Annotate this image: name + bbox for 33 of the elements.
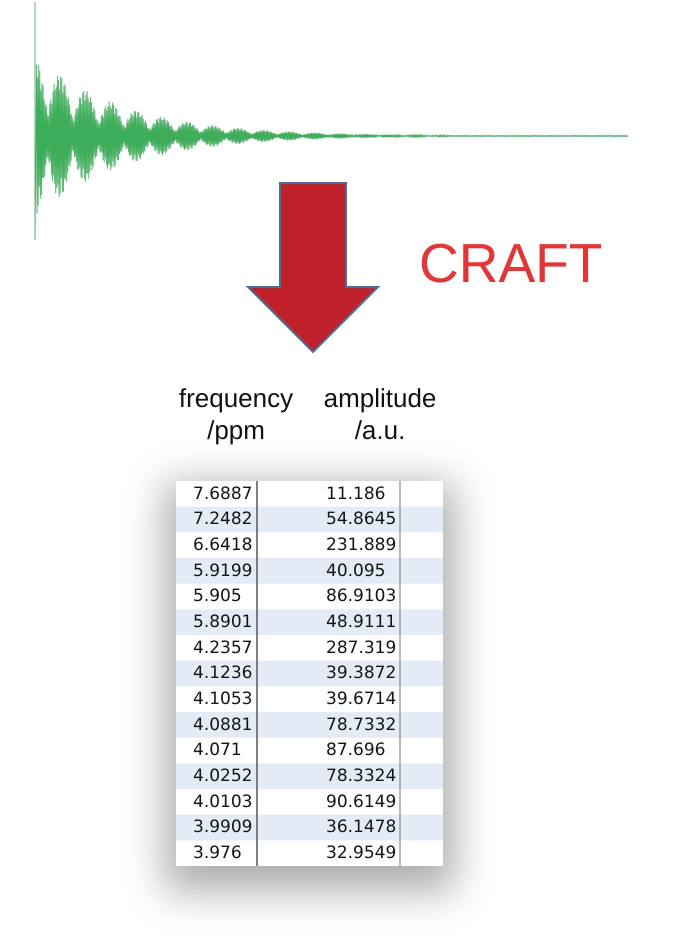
- table-cell-text: 231.889: [325, 534, 398, 558]
- column-header: amplitude /a.u.: [322, 382, 438, 446]
- table-cell-text: 54.8645: [325, 508, 398, 532]
- table-cell-text: 4.1053: [192, 688, 254, 712]
- table-cell-text: 86.9103: [325, 585, 398, 608]
- table-cell-text: 32.9549: [325, 842, 398, 866]
- table-cell-text: 39.6714: [325, 688, 398, 712]
- table-cell-text: 4.071: [192, 739, 243, 762]
- block-arrow: [246, 182, 380, 354]
- table-cell-text: 40.095: [325, 560, 386, 583]
- table-cell-text: 6.6418: [192, 534, 254, 558]
- table-cell-text: 5.8901: [192, 611, 254, 634]
- table-cell-text: 287.319: [325, 636, 398, 660]
- table-cell-text: 48.9111: [325, 611, 398, 634]
- table-cell-text: 87.696: [325, 739, 386, 762]
- table-cell-text: 78.3324: [325, 765, 398, 788]
- table-cell-text: 90.6149: [325, 790, 398, 814]
- table-cell-text: 4.0103: [192, 790, 254, 814]
- table-cell-text: 39.3872: [325, 662, 398, 686]
- table-cell-text: 4.0881: [192, 714, 254, 737]
- table-cell-text: 36.1478: [325, 816, 398, 840]
- table-cell-text: 7.2482: [192, 508, 254, 532]
- table-cell-text: 5.905: [192, 585, 243, 608]
- table-cell-text: 4.2357: [192, 636, 254, 660]
- table-cell-text: 78.7332: [325, 714, 398, 737]
- table-cell-text: 4.0252: [192, 765, 254, 788]
- column-header: frequency /ppm: [178, 382, 294, 446]
- table-cell-text: 4.1236: [192, 662, 254, 686]
- table-cell-text: 11.186: [325, 482, 386, 506]
- table-cell-text: 5.9199: [192, 560, 254, 583]
- table-cell-text: 7.6887: [192, 482, 254, 506]
- table-cell-text: 3.9909: [192, 816, 254, 840]
- table-cell-text: 3.976: [192, 842, 243, 866]
